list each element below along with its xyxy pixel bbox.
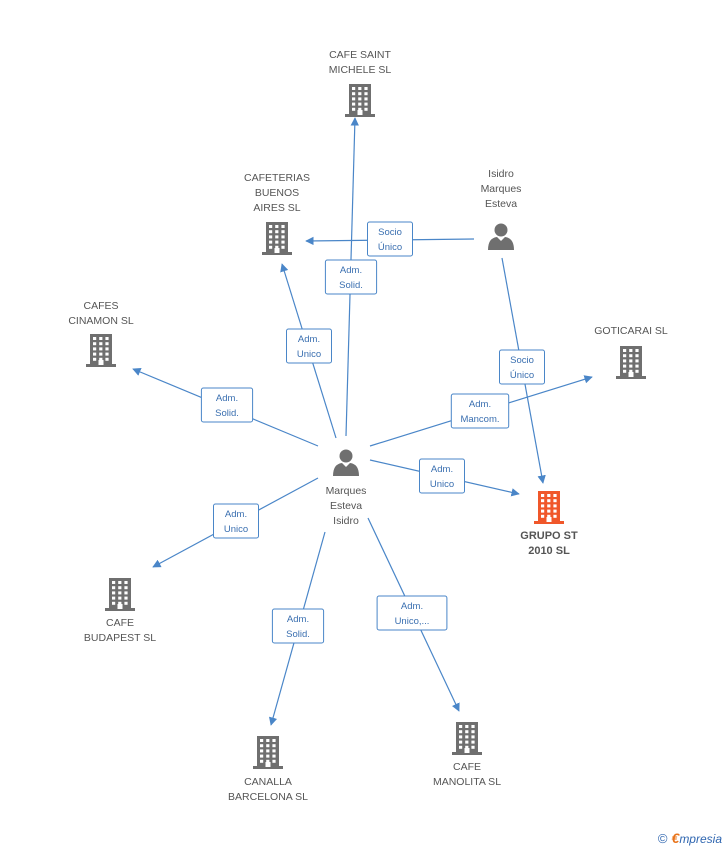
node-label: CANALLA xyxy=(244,776,292,788)
node-label: AIRES SL xyxy=(253,202,300,214)
edge-label-box[interactable] xyxy=(367,221,413,257)
edge-marques-esteva-isidro-to-cafe-budapest: Adm. Unico xyxy=(152,477,319,568)
edge-label-text: Solid. xyxy=(286,629,310,640)
node-cafe-saint-michele[interactable]: CAFE SAINT MICHELE SL xyxy=(329,49,392,117)
node-label: Marques xyxy=(481,183,522,195)
node-label: Isidro xyxy=(333,515,359,527)
node-label: BUDAPEST SL xyxy=(84,632,156,644)
node-label: BARCELONA SL xyxy=(228,791,308,803)
node-label: MANOLITA SL xyxy=(433,776,501,788)
edge-label-text: Solid. xyxy=(339,280,363,291)
node-label: Marques xyxy=(326,485,367,497)
edge-label-text: Adm. xyxy=(469,399,491,410)
building-icon xyxy=(452,722,482,755)
node-grupo-st-2010[interactable]: GRUPO ST 2010 SL xyxy=(520,491,578,557)
brand-logo-initial: € xyxy=(671,830,680,846)
edge-label-text: Unico,... xyxy=(395,616,430,627)
edge-label-box[interactable] xyxy=(271,608,325,644)
building-icon xyxy=(534,491,564,524)
edge-label-text: Único xyxy=(378,242,402,253)
edge-marques-esteva-isidro-to-goticarai: Adm. Mancom. xyxy=(369,375,593,447)
node-label: MICHELE SL xyxy=(329,64,392,76)
node-label: CAFETERIAS xyxy=(244,172,310,184)
node-label: CAFES xyxy=(83,300,118,312)
node-label: GRUPO ST xyxy=(520,530,578,542)
node-cafe-budapest[interactable]: CAFE BUDAPEST SL xyxy=(84,578,156,644)
edge-marques-esteva-isidro-to-canalla-barcelona: Adm. Solid. xyxy=(268,531,326,726)
node-cafe-manolita[interactable]: CAFE MANOLITA SL xyxy=(433,722,501,788)
edge-label-text: Socio xyxy=(378,227,402,238)
edge-marques-esteva-isidro-to-cafe-manolita: Adm. Unico,... xyxy=(367,517,460,712)
node-label: BUENOS xyxy=(255,187,299,199)
edge-label-text: Adm. xyxy=(298,334,320,345)
copyright-symbol: © xyxy=(657,831,668,846)
edges: Adm.Solid.Adm.UnicoSocioÚnicoAdm.Solid.A… xyxy=(132,117,593,726)
edge-marques-esteva-isidro-to-cafeterias-buenos-aires: Adm. Unico xyxy=(280,263,337,439)
edge-label-text: Unico xyxy=(224,524,248,535)
edge-marques-esteva-isidro-to-grupo-st-2010: Adm. Unico xyxy=(369,458,520,497)
node-label: Esteva xyxy=(330,500,362,512)
edge-label-text: Unico xyxy=(430,479,454,490)
edge-label-text: Solid. xyxy=(215,408,239,419)
edge-label-box[interactable] xyxy=(450,393,510,429)
edge-marques-esteva-isidro-to-cafe-saint-michele: Adm. Solid. xyxy=(324,117,378,437)
edge-label-box[interactable] xyxy=(213,503,259,539)
node-label: GOTICARAI SL xyxy=(594,325,668,337)
edge-label-box[interactable] xyxy=(200,387,254,423)
edge-label-box[interactable] xyxy=(499,349,545,385)
node-cafes-cinamon[interactable]: CAFES CINAMON SL xyxy=(68,300,134,367)
nodes: CAFE SAINT MICHELE SL CAFETERIAS BUENOS AIRE… xyxy=(68,49,668,803)
edge-label-box[interactable] xyxy=(419,458,465,494)
node-goticarai[interactable]: GOTICARAI SL xyxy=(594,325,668,379)
brand-logo-text: mpresia xyxy=(679,832,722,846)
node-label: Isidro xyxy=(488,168,514,180)
edge-label-text: Único xyxy=(510,370,534,381)
person-icon xyxy=(488,223,514,250)
edge-label-text: Adm. xyxy=(225,509,247,520)
building-icon xyxy=(86,334,116,367)
node-label: CAFE xyxy=(453,761,481,773)
node-cafeterias-buenos-aires[interactable]: CAFETERIAS BUENOS AIRES SL xyxy=(244,172,310,255)
node-label: Esteva xyxy=(485,198,517,210)
edge-label-text: Adm. xyxy=(340,265,362,276)
edge-label-text: Adm. xyxy=(431,464,453,475)
node-label: CINAMON SL xyxy=(68,315,134,327)
edge-label-box[interactable] xyxy=(376,595,448,631)
node-canalla-barcelona[interactable]: CANALLA BARCELONA SL xyxy=(228,736,308,803)
building-icon xyxy=(616,346,646,379)
edge-label-text: Adm. xyxy=(216,393,238,404)
edge-label-text: Adm. xyxy=(287,614,309,625)
building-icon xyxy=(253,736,283,769)
edge-marques-esteva-isidro-to-cafes-cinamon: Adm. Solid. xyxy=(132,368,319,447)
edge-label-text: Mancom. xyxy=(460,414,499,425)
building-icon xyxy=(345,84,375,117)
footer-brand: ©€mpresia xyxy=(658,830,722,846)
edge-label-box[interactable] xyxy=(286,328,332,364)
edge-label-box[interactable] xyxy=(324,259,378,295)
building-icon xyxy=(262,222,292,255)
edge-label-text: Socio xyxy=(510,355,534,366)
person-icon xyxy=(333,449,359,476)
node-label: CAFE SAINT xyxy=(329,49,391,61)
edge-label-text: Adm. xyxy=(401,601,423,612)
node-label: 2010 SL xyxy=(528,545,570,557)
edge-label-text: Unico xyxy=(297,349,321,360)
node-label: CAFE xyxy=(106,617,134,629)
building-icon xyxy=(105,578,135,611)
